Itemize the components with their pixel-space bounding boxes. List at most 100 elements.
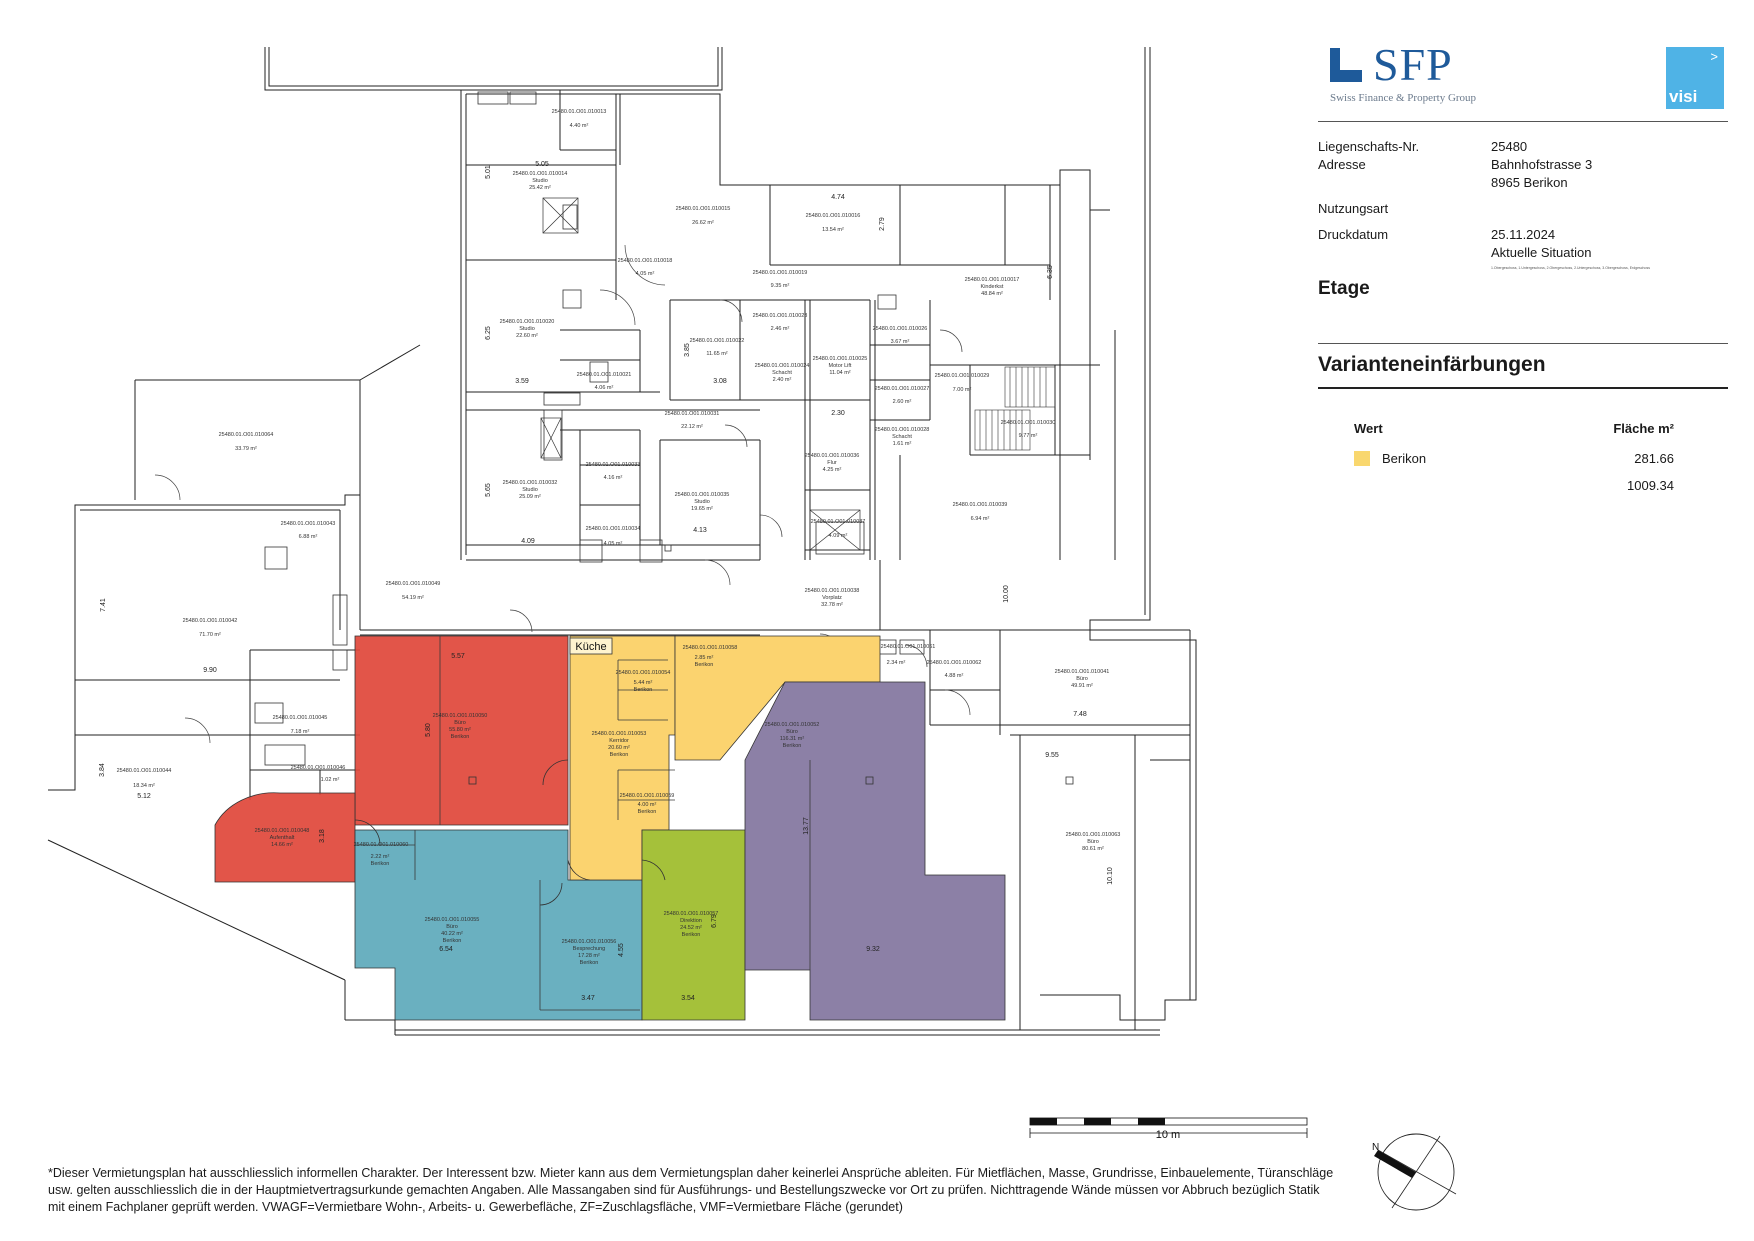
dimension: 4.13 xyxy=(693,527,707,534)
room-labels: 25480.01.O01.010013 4.40 m² 25480.01.O01… xyxy=(117,109,1121,966)
room-label: 25480.01.O01.010034 xyxy=(586,526,641,532)
visi-arrow-icon: > xyxy=(1710,49,1718,64)
room-area: 4.05 m² xyxy=(604,541,623,547)
property-info: Liegenschafts-Nr. 25480 Adresse Bahnhofs… xyxy=(1318,138,1728,293)
room-use: Studio xyxy=(519,326,535,332)
unit-purple-office xyxy=(744,681,1006,1021)
dimension: 6.54 xyxy=(439,946,453,953)
variant-area: 281.66 xyxy=(1634,451,1674,466)
room-label: 25480.01.O01.010022 xyxy=(690,338,745,344)
room-area: 22.60 m² xyxy=(516,333,538,339)
dimension: 5.12 xyxy=(137,793,151,800)
room-label: 25480.01.O01.010041 xyxy=(1055,669,1110,675)
dimension: 9.90 xyxy=(203,667,217,674)
room-label: 25480.01.O01.010013 xyxy=(552,109,607,115)
dimension: 3.08 xyxy=(713,378,727,385)
room-variant: Berikon xyxy=(580,960,599,966)
room-label: 25480.01.O01.010046 xyxy=(291,765,346,771)
room-label: 25480.01.O01.010026 xyxy=(873,326,928,332)
room-label: 25480.01.O01.010056 xyxy=(562,939,617,945)
dimension: 5.57 xyxy=(451,653,465,660)
room-area: 25.42 m² xyxy=(529,185,551,191)
unit-red-office xyxy=(354,635,569,826)
room-label: 25480.01.O01.010042 xyxy=(183,618,238,624)
room-area: 18.34 m² xyxy=(133,783,155,789)
floor-label: Etage xyxy=(1318,278,1370,299)
room-label: 25480.01.O01.010035 xyxy=(675,492,730,498)
room-label: 25480.01.O01.010018 xyxy=(618,258,673,264)
room-area: 11.04 m² xyxy=(829,370,850,376)
room-area: 19.65 m² xyxy=(691,506,713,512)
north-arrow-icon: N xyxy=(1372,1133,1457,1211)
room-area: 11.65 m² xyxy=(706,351,727,357)
room-area: 4.16 m² xyxy=(604,475,623,481)
room-label: 25480.01.O01.010060 xyxy=(354,842,409,848)
room-label: 25480.01.O01.010044 xyxy=(117,768,172,774)
room-use: Büro xyxy=(454,720,466,726)
dimension: 4.09 xyxy=(521,538,535,545)
room-area: 2.60 m² xyxy=(893,399,912,405)
property-no-label: Liegenschafts-Nr. xyxy=(1318,139,1420,154)
divider xyxy=(1318,121,1728,122)
dimension: 5.80 xyxy=(425,723,432,737)
room-label: 25480.01.O01.010050 xyxy=(433,713,488,719)
dimension: 3.54 xyxy=(681,995,695,1002)
sfp-logo-text: SFP xyxy=(1373,39,1453,90)
dimension: 5.01 xyxy=(485,165,492,179)
room-area: 71.70 m² xyxy=(199,632,221,638)
dimension: 5.05 xyxy=(535,161,549,168)
room-label: 25480.01.O01.010023 xyxy=(753,313,808,319)
room-area: 6.88 m² xyxy=(299,534,318,540)
floor-list: 1.Obergeschoss, 1.Untergeschoss, 2.Oberg… xyxy=(1491,266,1650,270)
dimension: 3.85 xyxy=(684,343,691,357)
visi-logo: > visi xyxy=(1666,47,1724,109)
dimension: 4.74 xyxy=(831,194,845,201)
room-use: Besprechung xyxy=(573,946,605,952)
room-area: 7.18 m² xyxy=(291,729,310,735)
dimension: 3.59 xyxy=(515,378,529,385)
room-use: Büro xyxy=(1087,839,1099,845)
room-area: 5.44 m² xyxy=(634,680,653,686)
status: Aktuelle Situation xyxy=(1491,245,1592,260)
col-area-header: Fläche m² xyxy=(1613,421,1674,436)
room-use: Motor Lift xyxy=(829,363,852,369)
visi-logo-text: visi xyxy=(1669,87,1698,106)
room-area: 4.09 m² xyxy=(829,533,848,539)
divider xyxy=(1318,343,1728,344)
room-area: 1.61 m² xyxy=(893,441,912,447)
room-label: 25480.01.O01.010025 xyxy=(813,356,868,362)
dimension: 3.84 xyxy=(99,763,106,777)
room-label: 25480.01.O01.010020 xyxy=(500,319,555,325)
dimension: 7.41 xyxy=(100,598,107,612)
room-label: 25480.01.O01.010014 xyxy=(513,171,568,177)
room-area: 48.84 m² xyxy=(981,291,1003,297)
room-area: 2.22 m² xyxy=(371,854,390,860)
room-area: 24.52 m² xyxy=(680,925,702,931)
room-use: Aufenthalt xyxy=(270,835,295,841)
room-area: 6.94 m² xyxy=(971,516,990,522)
dimension: 5.65 xyxy=(485,483,492,497)
room-use: Direktion xyxy=(680,918,702,924)
unit-red-aufenthalt xyxy=(214,792,356,883)
room-area: 2.34 m² xyxy=(887,660,906,666)
room-label: 25480.01.O01.010057 xyxy=(664,911,719,917)
room-variant: Berikon xyxy=(610,752,629,758)
room-area: 55.80 m² xyxy=(449,727,471,733)
variant-swatch xyxy=(1354,451,1370,466)
room-use: Flur xyxy=(827,460,837,466)
room-area: 1.02 m² xyxy=(321,777,340,783)
room-variant: Berikon xyxy=(638,809,657,815)
room-use: Vorplatz xyxy=(822,595,842,601)
room-area: 4.00 m² xyxy=(638,802,657,808)
sfp-logo-subtitle: Swiss Finance & Property Group xyxy=(1330,92,1477,104)
room-area: 54.19 m² xyxy=(402,595,424,601)
variants-title: Varianteneinfärbungen xyxy=(1318,353,1546,376)
dimension: 6.25 xyxy=(485,326,492,340)
room-area: 116.31 m² xyxy=(780,736,805,742)
room-label: 25480.01.O01.010049 xyxy=(386,581,441,587)
dimension: 9.32 xyxy=(866,946,880,953)
kitchen-label: Küche xyxy=(575,641,606,653)
room-variant: Berikon xyxy=(634,687,653,693)
room-area: 49.91 m² xyxy=(1071,683,1093,689)
col-value-header: Wert xyxy=(1354,421,1383,436)
